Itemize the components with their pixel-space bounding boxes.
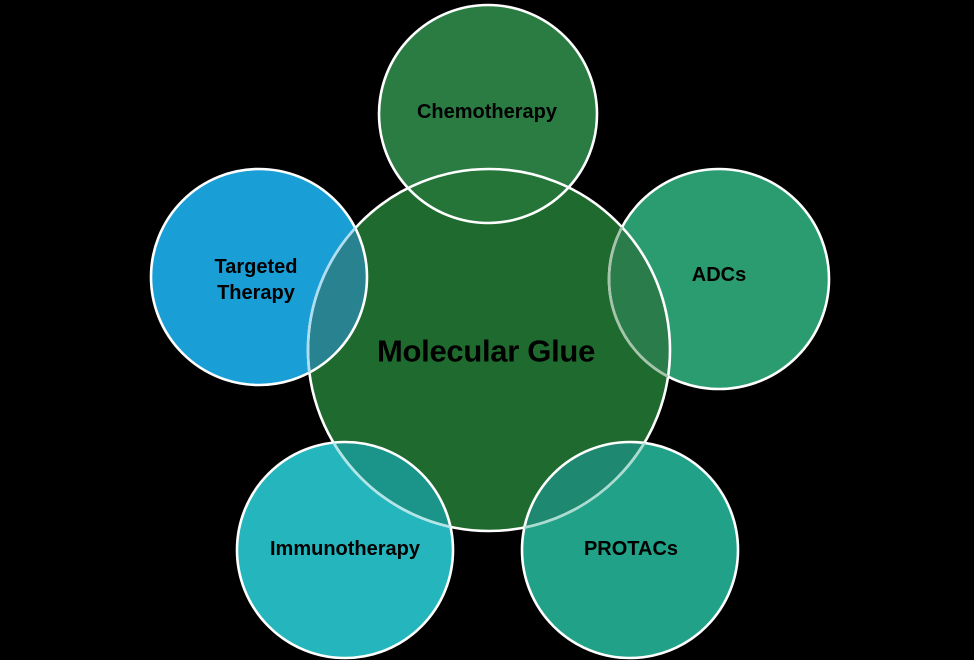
chemotherapy-label: Chemotherapy [417, 101, 558, 123]
chemotherapy-outline [377, 3, 599, 225]
immunotherapy-outline [235, 440, 455, 660]
protacs-center-overlap [522, 442, 670, 531]
adcs-label: ADCs [692, 264, 746, 286]
protacs-outline [520, 440, 740, 660]
center-outline-tinted-in-targeted-therapy [306, 169, 367, 385]
adcs-outline-tinted-in-center [607, 169, 670, 391]
targeted-therapy-label-line2: Therapy [217, 282, 296, 304]
center-circle [308, 169, 670, 531]
targeted-therapy-outline [149, 167, 369, 387]
center-label: Molecular Glue [377, 334, 595, 369]
immunotherapy-label: Immunotherapy [270, 538, 421, 560]
targeted-therapy-label-line1: Targeted [215, 256, 298, 278]
immunotherapy-center-overlap [308, 442, 453, 531]
chemotherapy-circle [379, 5, 597, 223]
protacs-label: PROTACs [584, 538, 678, 560]
